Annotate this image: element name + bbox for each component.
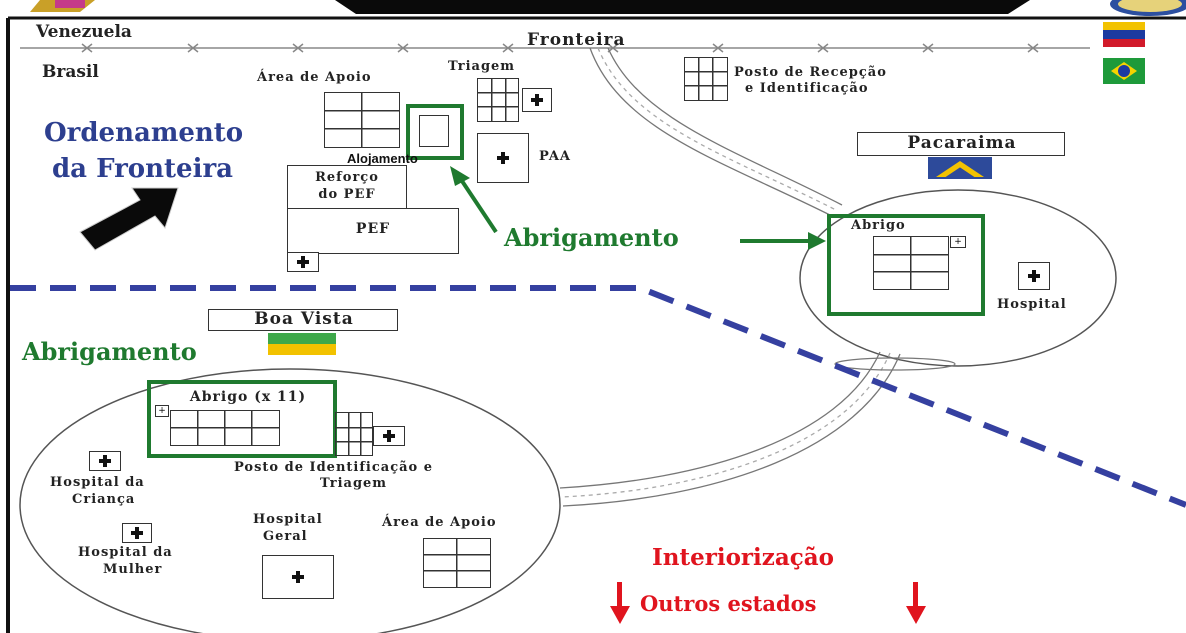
arrow-ordenamento-icon <box>79 187 179 251</box>
border-fence-marks <box>81 43 1039 53</box>
abrigo-pacaraima-highlight <box>827 214 985 316</box>
pacaraima-circle <box>799 189 1117 367</box>
label-hospital-mulher-line2: Mulher <box>103 562 163 577</box>
label-abrigo-pacaraima: Abrigo <box>851 218 906 233</box>
label-reforco-line1: Reforço <box>315 170 379 185</box>
ordenamento-line1: Ordenamento <box>44 118 244 148</box>
label-hospital-mulher-line1: Hospital da <box>78 545 173 560</box>
road-top <box>589 47 843 216</box>
posto-recepcao-building <box>684 57 728 101</box>
hospital-crianca-icon <box>89 451 121 471</box>
label-interiorizacao: Interiorização <box>652 544 835 571</box>
top-banner-shape <box>335 0 1030 14</box>
label-alojamento: Alojamento <box>347 151 418 166</box>
label-fronteira: Fronteira <box>527 30 626 50</box>
hospital-mulher-icon <box>122 523 152 543</box>
label-posto-recepcao-line1: Posto de Recepção <box>734 65 887 80</box>
hospital-geral-icon <box>262 555 334 599</box>
label-hospital-crianca-line2: Criança <box>72 492 136 507</box>
abrigo-boa-vista-medical-icon: + <box>155 405 169 417</box>
label-hospital-pacaraima: Hospital <box>997 297 1067 312</box>
label-reforco-line2: do PEF <box>318 187 376 202</box>
pacaraima-name-box <box>857 132 1065 156</box>
triagem-top-building <box>477 78 519 122</box>
paa-medical-icon <box>477 133 529 183</box>
label-pef: PEF <box>355 221 391 237</box>
abrigo-pacaraima-medical-icon: + <box>950 236 966 248</box>
green-arrows <box>450 166 826 250</box>
triagem-top-medical-icon <box>522 88 552 112</box>
brazil-flag-icon <box>1103 58 1145 84</box>
pef-medical-icon <box>287 252 319 272</box>
label-area-apoio-top: Área de Apoio <box>257 70 372 85</box>
hospital-pacaraima-icon <box>1018 262 1050 290</box>
abrigo-boa-vista-building <box>170 410 280 446</box>
label-brasil: Brasil <box>42 62 99 82</box>
roraima-flag-icon <box>928 157 992 179</box>
alojamento-highlight <box>406 104 464 160</box>
label-pacaraima: Pacaraima <box>907 133 1017 153</box>
abrigo-pacaraima-building <box>873 236 949 290</box>
road-connector <box>559 351 901 507</box>
pef-building <box>287 208 459 254</box>
posto-identificacao-building <box>335 412 373 456</box>
label-hospital-geral-line2: Geral <box>263 529 308 544</box>
posto-identificacao-medical-icon <box>373 426 405 446</box>
label-area-apoio-boa-vista: Área de Apoio <box>382 515 497 530</box>
label-triagem-top: Triagem <box>448 59 516 74</box>
label-abrigamento-boa-vista: Abrigamento <box>22 337 197 366</box>
roraima-flag-boa-vista-icon <box>268 333 336 355</box>
label-hospital-crianca-line1: Hospital da <box>50 475 145 490</box>
red-arrows <box>610 582 926 624</box>
label-paa: PAA <box>539 149 572 164</box>
label-posto-identificacao-line2: Triagem <box>320 476 388 491</box>
venezuela-flag-icon <box>1103 22 1145 47</box>
ordenamento-line2: da Fronteira <box>52 154 233 184</box>
label-abrigamento-pacaraima: Abrigamento <box>504 223 679 252</box>
label-abrigo-boa-vista: Abrigo (x 11) <box>189 389 307 405</box>
label-posto-recepcao-line2: e Identificação <box>745 81 869 96</box>
label-outros-estados: Outros estados <box>640 591 817 616</box>
boa-vista-circle <box>19 368 561 633</box>
label-venezuela: Venezuela <box>36 22 132 42</box>
area-apoio-boa-vista-building <box>423 538 491 588</box>
boa-vista-name-box <box>208 309 398 331</box>
label-boa-vista: Boa Vista <box>254 309 354 329</box>
area-apoio-top-building <box>324 92 400 148</box>
state-border-line <box>10 285 1186 508</box>
label-posto-identificacao-line1: Posto de Identificação e <box>234 460 434 475</box>
label-hospital-geral-line1: Hospital <box>253 512 323 527</box>
